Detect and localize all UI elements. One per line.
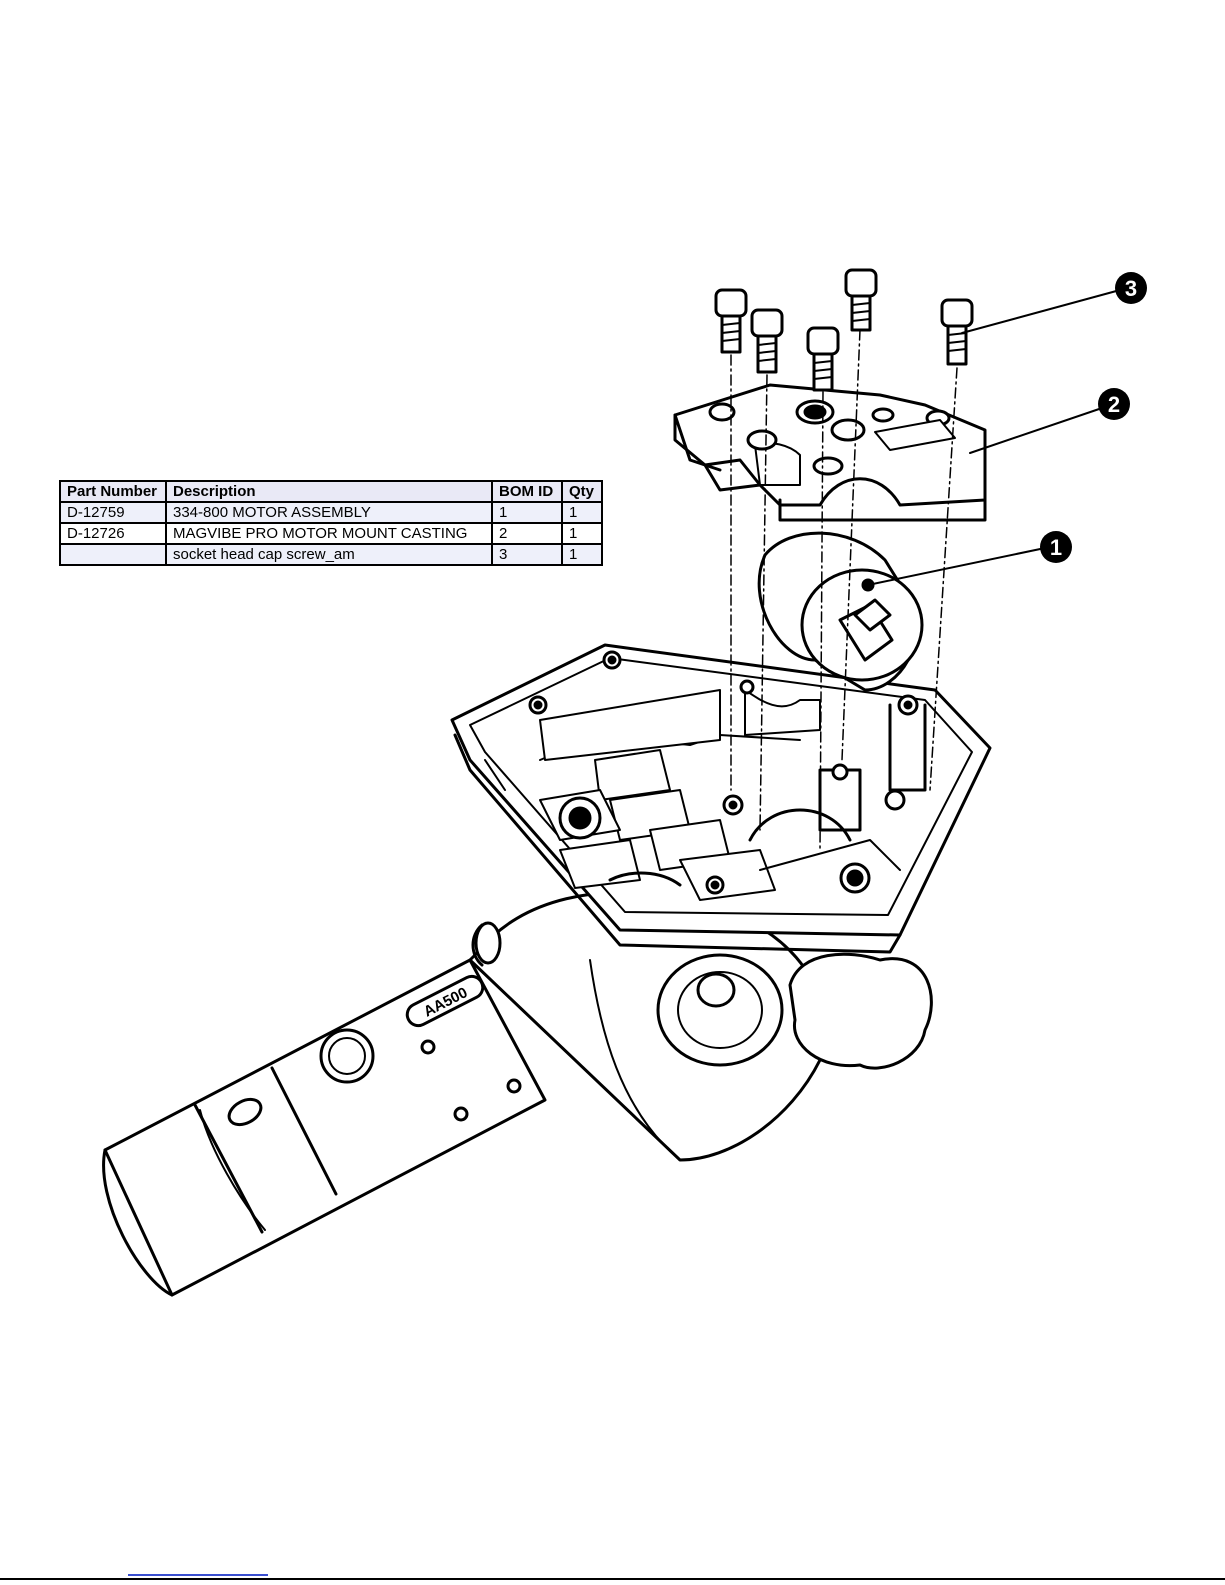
table-row: D-12726 MAGVIBE PRO MOTOR MOUNT CASTING … xyxy=(60,523,602,544)
description-cell: 334-800 MOTOR ASSEMBLY xyxy=(166,502,492,523)
bom-header-description: Description xyxy=(166,481,492,502)
handle-tube: AA500 xyxy=(104,960,545,1295)
motor-mount-clamp xyxy=(675,385,985,520)
bom-id-cell: 1 xyxy=(492,502,562,523)
qty-cell: 1 xyxy=(562,502,602,523)
balloon-1-label: 1 xyxy=(1050,535,1062,560)
balloon-3-label: 3 xyxy=(1125,276,1137,301)
bom-header-bom-id: BOM ID xyxy=(492,481,562,502)
bom-header-part-number: Part Number xyxy=(60,481,166,502)
bom-header-row: Part Number Description BOM ID Qty xyxy=(60,481,602,502)
balloon-1: 1 xyxy=(1040,531,1072,563)
table-row: socket head cap screw_am 3 1 xyxy=(60,544,602,565)
balloon-2: 2 xyxy=(1098,388,1130,420)
balloon-2-label: 2 xyxy=(1108,392,1120,417)
page-bottom-rule xyxy=(0,1578,1225,1580)
part-number-cell xyxy=(60,544,166,565)
part-number-cell: D-12759 xyxy=(60,502,166,523)
table-row: D-12759 334-800 MOTOR ASSEMBLY 1 1 xyxy=(60,502,602,523)
qty-cell: 1 xyxy=(562,544,602,565)
bom-header-qty: Qty xyxy=(562,481,602,502)
socket-head-cap-screws xyxy=(716,270,972,390)
bill-of-materials-table: Part Number Description BOM ID Qty D-127… xyxy=(59,480,603,566)
bom-id-cell: 3 xyxy=(492,544,562,565)
description-cell: MAGVIBE PRO MOTOR MOUNT CASTING xyxy=(166,523,492,544)
balloon-3: 3 xyxy=(1115,272,1147,304)
bom-id-cell: 2 xyxy=(492,523,562,544)
qty-cell: 1 xyxy=(562,523,602,544)
description-cell: socket head cap screw_am xyxy=(166,544,492,565)
footer-link-underline[interactable] xyxy=(128,1574,268,1576)
part-number-cell: D-12726 xyxy=(60,523,166,544)
mount-casting-base xyxy=(452,645,990,952)
motor-assembly xyxy=(759,533,922,690)
